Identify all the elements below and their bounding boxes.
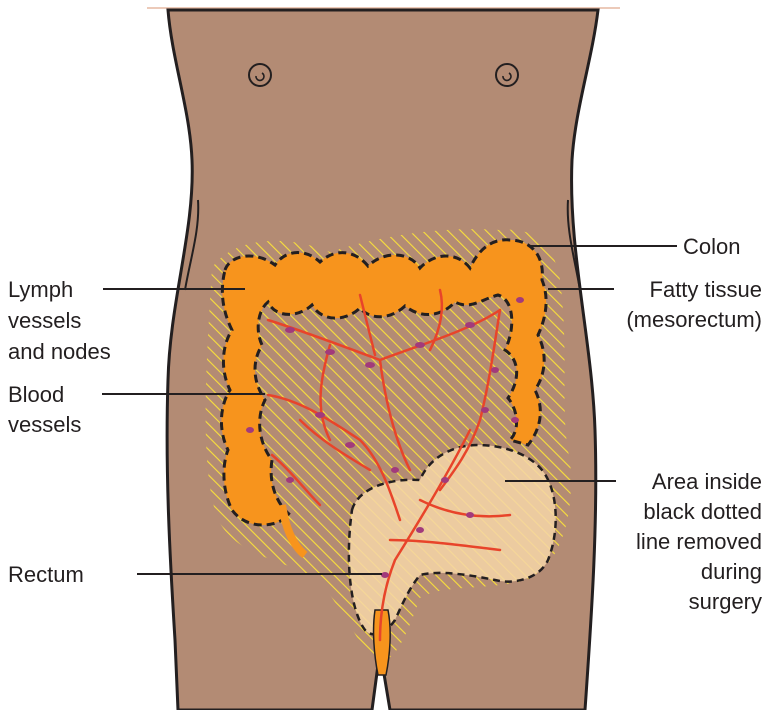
- label-area-3: line removed: [636, 529, 762, 554]
- label-lymph-1: Lymph: [8, 277, 73, 302]
- label-area-5: surgery: [689, 589, 762, 614]
- label-fatty-tissue-2: (mesorectum): [626, 307, 762, 332]
- label-blood-2: vessels: [8, 412, 81, 437]
- label-lymph-2: vessels: [8, 308, 81, 333]
- label-blood-1: Blood: [8, 382, 64, 407]
- label-colon: Colon: [683, 234, 740, 259]
- label-area-1: Area inside: [652, 469, 762, 494]
- label-lymph-3: and nodes: [8, 339, 111, 364]
- label-area-4: during: [701, 559, 762, 584]
- label-area-2: black dotted: [643, 499, 762, 524]
- label-fatty-tissue-1: Fatty tissue: [650, 277, 762, 302]
- label-rectum: Rectum: [8, 562, 84, 587]
